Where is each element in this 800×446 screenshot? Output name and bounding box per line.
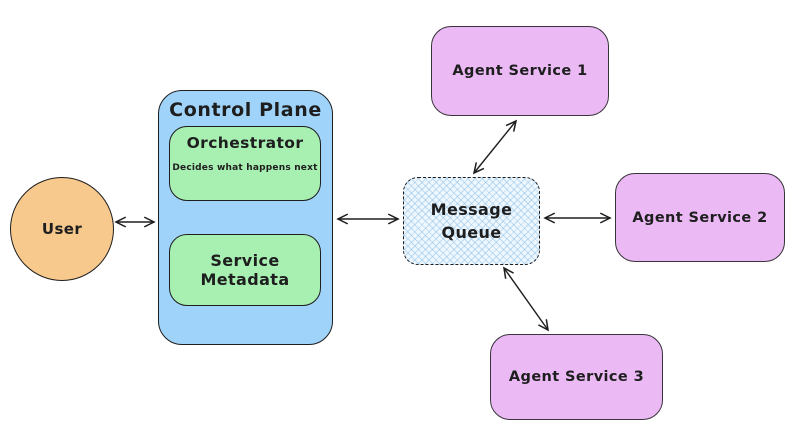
user-label: User	[41, 220, 83, 238]
control-plane-node: Control Plane Orchestrator Decides what …	[158, 90, 333, 345]
arrow-message-queue-agent-service-3	[504, 268, 548, 330]
agent-service-1-node: Agent Service 1	[431, 26, 609, 116]
arrow-message-queue-agent-service-1	[474, 121, 516, 173]
user-node: User	[10, 177, 114, 281]
message-queue-label: Message Queue	[430, 199, 513, 242]
orchestrator-label: Orchestrator	[186, 134, 304, 152]
agent-service-2-node: Agent Service 2	[615, 173, 785, 262]
orchestrator-node: Orchestrator Decides what happens next	[169, 126, 321, 201]
control-plane-label: Control Plane	[169, 99, 322, 121]
message-queue-node: Message Queue	[403, 177, 540, 265]
orchestrator-description: Decides what happens next	[172, 163, 318, 173]
service-metadata-label: Service Metadata	[200, 251, 290, 289]
agent-service-3-label: Agent Service 3	[508, 369, 645, 385]
agent-service-3-node: Agent Service 3	[490, 334, 663, 420]
service-metadata-node: Service Metadata	[169, 234, 321, 306]
agent-service-1-label: Agent Service 1	[452, 63, 588, 79]
agent-service-2-label: Agent Service 2	[632, 209, 768, 226]
